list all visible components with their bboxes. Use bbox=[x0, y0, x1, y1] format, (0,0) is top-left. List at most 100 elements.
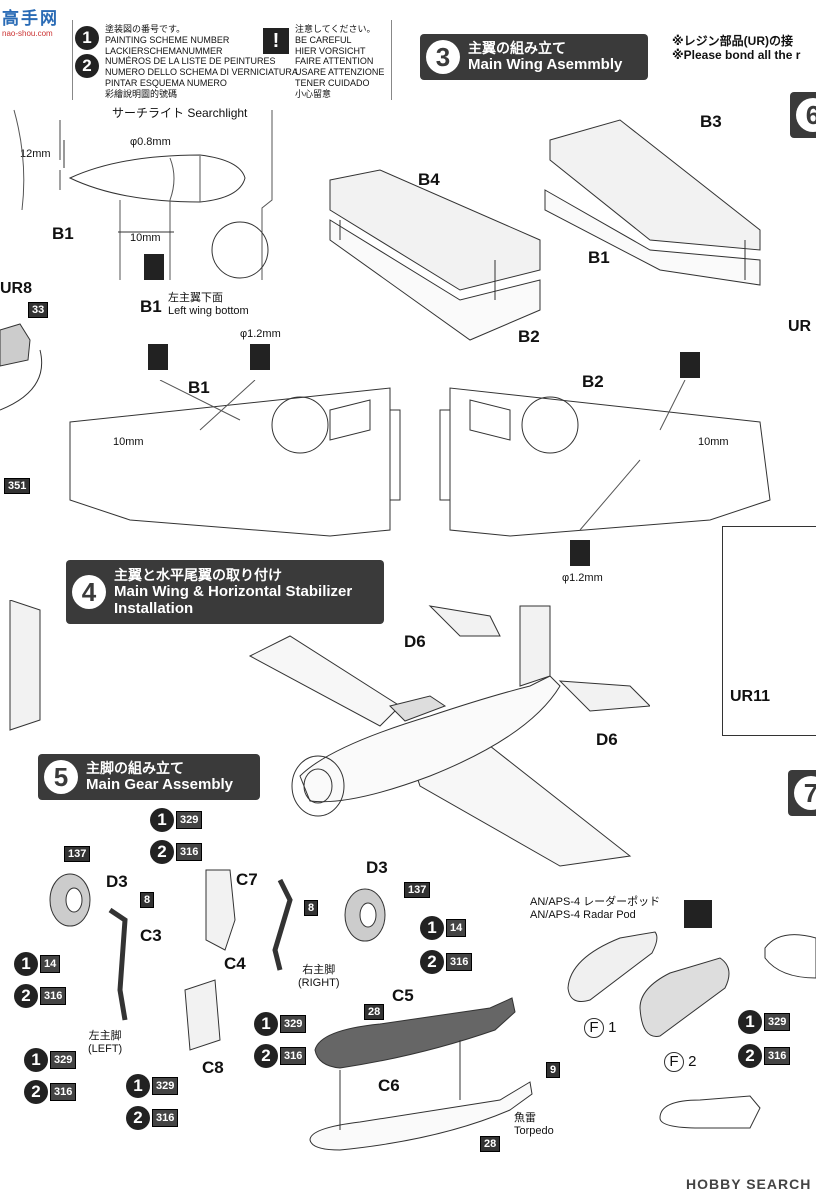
right-gear-label: 右主脚(RIGHT) bbox=[298, 964, 340, 990]
drill-icon-left-1 bbox=[148, 344, 168, 370]
paint-code: 316 bbox=[176, 843, 203, 861]
paint-number: 1 bbox=[24, 1048, 48, 1072]
part-c5: C5 bbox=[392, 986, 414, 1005]
paint-number: 2 bbox=[254, 1044, 278, 1068]
paint-code: 316 bbox=[40, 987, 67, 1005]
step5-number: 5 bbox=[44, 760, 78, 794]
left-edge-33: 33 bbox=[28, 302, 49, 318]
part-8-left: 8 bbox=[140, 892, 155, 908]
paint-code: 316 bbox=[446, 953, 473, 971]
wing-part-b2-bottom: B2 bbox=[582, 372, 604, 391]
part-d6-right: D6 bbox=[596, 730, 618, 749]
resin-part-icon bbox=[684, 900, 712, 928]
drill-diameter-right: φ1.2mm bbox=[562, 572, 603, 584]
left-edge-351: 351 bbox=[4, 478, 31, 494]
watermark-logo: 高手网 nao-shou.com bbox=[2, 4, 59, 38]
f2-number: 2 bbox=[688, 1053, 697, 1070]
paint-code: 329 bbox=[764, 1013, 791, 1031]
searchlight-title: サーチライト Searchlight bbox=[112, 106, 248, 120]
wing-part-b3: B3 bbox=[700, 112, 722, 131]
wing-part-b1-top: B1 bbox=[588, 248, 610, 267]
part-f1: F 1 bbox=[584, 1018, 617, 1038]
drill-icon-right-2 bbox=[570, 540, 590, 566]
step5-title-en: Main Gear Assembly bbox=[86, 776, 234, 794]
part-8-right: 8 bbox=[304, 900, 319, 916]
resin-note: ※レジン部品(UR)の接※Please bond all the r bbox=[672, 34, 801, 63]
part-c8: C8 bbox=[202, 1058, 224, 1077]
f1-number: 1 bbox=[608, 1019, 617, 1036]
wing-part-b1-bottom: B1 bbox=[188, 378, 210, 397]
paint-number: 2 bbox=[14, 984, 38, 1008]
paint-num-1: 1 bbox=[75, 26, 99, 50]
part-d3-left: D3 bbox=[106, 872, 128, 891]
step3-banner: 3 主翼の組み立て Main Wing Asemmbly bbox=[420, 34, 648, 80]
step4-number: 4 bbox=[72, 575, 106, 609]
drill-icon-right-1 bbox=[680, 352, 700, 378]
wing-part-b2-top: B2 bbox=[518, 327, 540, 346]
paint-number: 2 bbox=[420, 950, 444, 974]
part-d6-left: D6 bbox=[404, 632, 426, 651]
part-137-right: 137 bbox=[404, 882, 431, 898]
paint-number: 1 bbox=[254, 1012, 278, 1036]
wing-bottom-outlines bbox=[69, 380, 771, 537]
step6-banner: 6 bbox=[790, 92, 816, 138]
paint-code: 14 bbox=[446, 919, 467, 937]
paint-code: 329 bbox=[50, 1051, 77, 1069]
paint-number: 1 bbox=[420, 916, 444, 940]
searchlight-height: 12mm bbox=[20, 148, 51, 160]
wing-measure-right: 10mm bbox=[698, 436, 729, 448]
paint-number: 1 bbox=[738, 1010, 762, 1034]
searchlight-part-b1: B1 bbox=[52, 224, 74, 243]
step4-title-en-1: Main Wing & Horizontal Stabilizer bbox=[114, 582, 353, 600]
step7-number: 7 bbox=[794, 776, 816, 810]
paint-number: 2 bbox=[738, 1044, 762, 1068]
legend-box: 1 2 塗装図の番号です。PAINTING SCHEME NUMBER LACK… bbox=[72, 20, 392, 100]
part-c7: C7 bbox=[236, 870, 258, 889]
part-d3-right: D3 bbox=[366, 858, 388, 877]
f2-circle: F bbox=[664, 1052, 684, 1072]
wing-measure-left: 10mm bbox=[113, 436, 144, 448]
paint-number: 2 bbox=[150, 840, 174, 864]
searchlight-diameter: φ0.8mm bbox=[130, 136, 171, 148]
paint-code: 316 bbox=[280, 1047, 307, 1065]
searchlight-width: 10mm bbox=[130, 232, 161, 244]
part-c6: C6 bbox=[378, 1076, 400, 1095]
paint-code: 14 bbox=[40, 955, 61, 973]
part-9: 9 bbox=[546, 1062, 561, 1078]
step4-title-jp: 主翼と水平尾翼の取り付け bbox=[114, 566, 282, 583]
step5-title-jp: 主脚の組み立て bbox=[86, 760, 184, 777]
wing-part-b4: B4 bbox=[418, 170, 440, 189]
paint-number: 1 bbox=[126, 1074, 150, 1098]
left-wing-bottom-part: B1 bbox=[140, 297, 162, 316]
drill-icon bbox=[144, 254, 164, 280]
part-28-top: 28 bbox=[364, 1004, 385, 1020]
radar-pod-drawing bbox=[567, 931, 816, 1129]
paint-code: 316 bbox=[152, 1109, 179, 1127]
watermark-text: 高手网 bbox=[2, 9, 59, 28]
step6-number: 6 bbox=[796, 98, 816, 132]
left-edge-part-drawing bbox=[0, 323, 43, 411]
part-28-bottom: 28 bbox=[480, 1136, 501, 1152]
part-f2: F 2 bbox=[664, 1052, 697, 1072]
step7-banner: 7 bbox=[788, 770, 816, 816]
step3-title-en: Main Wing Asemmbly bbox=[468, 56, 623, 74]
paint-number: 2 bbox=[24, 1080, 48, 1104]
ur11-box bbox=[722, 526, 816, 736]
step5-banner: 5 主脚の組み立て Main Gear Assembly bbox=[38, 754, 260, 800]
paint-number: 2 bbox=[126, 1106, 150, 1130]
step3-title-jp: 主翼の組み立て bbox=[468, 40, 566, 57]
step4-title-en-2: Installation bbox=[114, 600, 194, 618]
wing-assembly-drawing bbox=[329, 119, 761, 341]
